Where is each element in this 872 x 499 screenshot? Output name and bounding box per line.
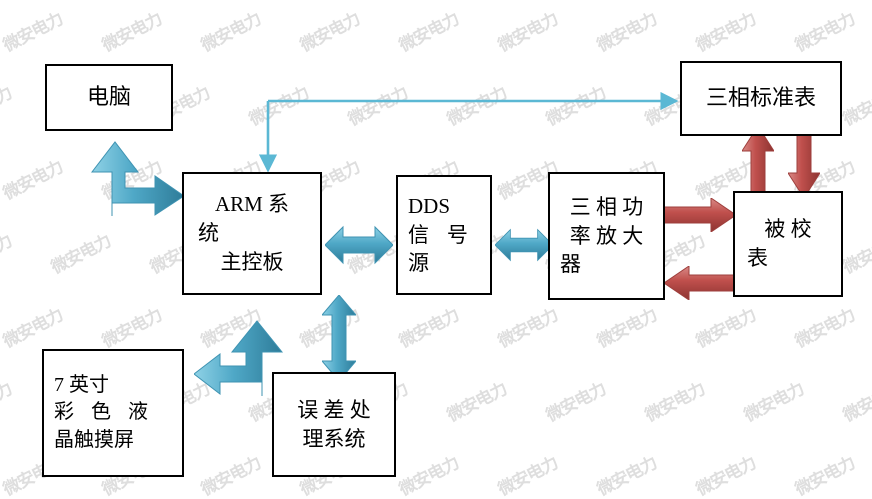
box-dds-line-1: 信 号 <box>408 222 475 247</box>
box-dds-line-2: 源 <box>408 251 429 276</box>
box-error-processing-system[interactable]: 误 差 处 理系统 <box>272 372 396 477</box>
box-amp-line-2: 器 <box>560 252 581 277</box>
box-arm-main-control[interactable]: ARM 系 统 主控板 <box>182 172 322 295</box>
box-amp-line-0: 三 相 功 <box>569 194 644 219</box>
box-three-phase-standard-meter[interactable]: 三相标准表 <box>680 61 842 136</box>
box-computer[interactable]: 电脑 <box>45 64 173 131</box>
box-lcd-line-1: 彩 色 液 <box>54 401 154 424</box>
box-lcd-line-0: 7 英寸 <box>54 373 109 396</box>
box-meter-under-calibration[interactable]: 被 校 表 <box>733 191 843 297</box>
box-computer-line-0: 电脑 <box>86 84 131 110</box>
arrow-standard-to-undertest <box>788 126 820 198</box>
arrow-arm-error <box>322 295 356 381</box>
box-lcd-touchscreen[interactable]: 7 英寸 彩 色 液 晶触摸屏 <box>42 349 184 477</box>
box-arm-line-2: 主控板 <box>220 249 284 274</box>
box-error-line-1: 理系统 <box>302 426 366 451</box>
box-error-line-0: 误 差 处 <box>297 397 371 422</box>
arrow-undertest-to-standard <box>742 126 774 198</box>
box-dds-signal-source[interactable]: DDS 信 号 源 <box>396 175 492 295</box>
arrow-arm-lcd <box>194 320 284 396</box>
box-amp-line-1: 率 放 大 <box>569 223 644 248</box>
box-undertest-line-0: 被 校 <box>764 217 812 242</box>
arrow-computer-arm <box>90 141 185 216</box>
box-undertest-line-1: 表 <box>747 246 768 270</box>
arrow-dds-amp <box>495 228 553 262</box>
box-standard-line-0: 三相标准表 <box>705 85 816 111</box>
box-three-phase-power-amplifier[interactable]: 三 相 功 率 放 大 器 <box>548 172 665 300</box>
arrow-undertest-to-amp <box>664 266 736 300</box>
box-lcd-line-2: 晶触摸屏 <box>54 428 134 451</box>
box-arm-line-0: ARM 系 <box>214 192 290 217</box>
box-dds-line-0: DDS <box>408 193 451 218</box>
arrow-amp-to-undertest <box>664 198 736 232</box>
box-arm-line-1: 统 <box>198 221 219 246</box>
arrow-arm-dds <box>325 225 393 265</box>
